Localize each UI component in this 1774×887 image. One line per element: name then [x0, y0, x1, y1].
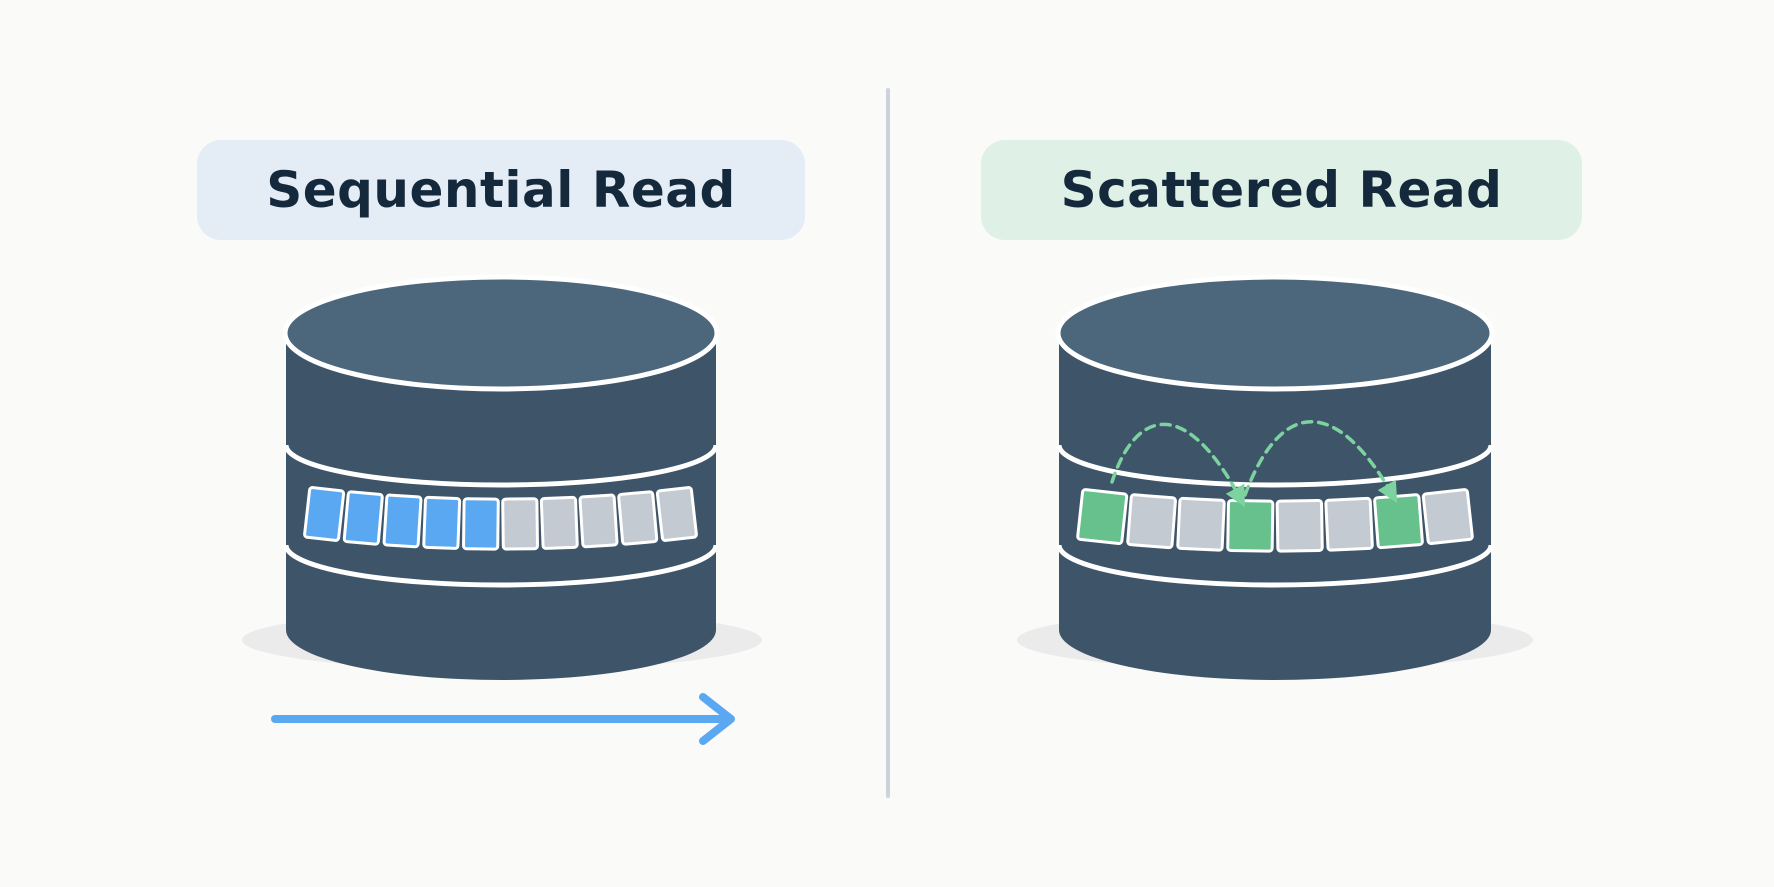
- scattered-read-title: Scattered Read: [981, 140, 1582, 240]
- platter-separator: [283, 544, 719, 588]
- data-block-read: [1226, 499, 1275, 553]
- jump-arrow: [1110, 422, 1245, 508]
- data-block-unread: [1176, 496, 1226, 552]
- sequential-direction-arrow: [271, 693, 735, 745]
- data-block-unread: [1421, 488, 1474, 546]
- scattered-disk: [1017, 274, 1533, 680]
- disk-body: [1059, 330, 1491, 680]
- disk-top: [1055, 274, 1495, 392]
- direction-arrow-head: [699, 693, 735, 745]
- data-block-read: [422, 495, 462, 550]
- data-block-read: [303, 486, 346, 542]
- data-block-unread: [655, 486, 698, 542]
- panel-divider: [886, 88, 890, 798]
- platter-separator: [1056, 544, 1494, 588]
- platter-separator: [1056, 444, 1494, 488]
- sequential-read-title: Sequential Read: [197, 140, 805, 240]
- data-block-read: [462, 497, 500, 551]
- disk-top: [282, 274, 720, 392]
- jump-arrow: [1243, 420, 1398, 504]
- data-block-unread: [501, 497, 539, 551]
- data-block-unread: [1324, 496, 1374, 552]
- data-block-unread: [539, 495, 579, 550]
- sequential-disk: [242, 274, 762, 680]
- data-block-unread: [617, 490, 659, 546]
- scattered-jump-arrows: [1110, 420, 1398, 508]
- data-block-read: [1076, 488, 1129, 546]
- data-block-read: [1373, 493, 1424, 550]
- scattered-block-row: [1076, 488, 1474, 553]
- data-block-unread: [578, 493, 619, 549]
- data-block-unread: [1126, 493, 1177, 550]
- data-block-read: [382, 493, 423, 549]
- sequential-block-row: [303, 486, 698, 551]
- data-block-unread: [1275, 499, 1324, 553]
- data-block-read: [342, 490, 384, 546]
- disk-body: [286, 330, 716, 680]
- platter-separator: [283, 444, 719, 488]
